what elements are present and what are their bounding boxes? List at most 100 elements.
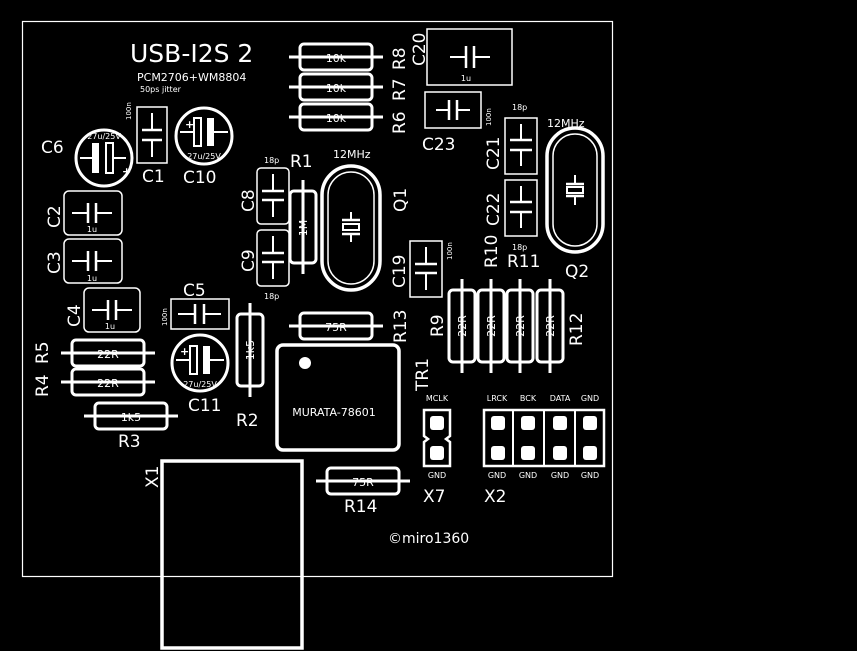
resistor-r7: 10k [289,72,383,102]
label-q1: Q1 [391,188,411,212]
label-c23: C23 [422,135,456,155]
label-r5: R5 [33,341,53,364]
crystal-q2: 12MHz [545,117,605,254]
c2-value: 1u [87,225,97,234]
label-c10: C10 [183,168,217,188]
label-c21: C21 [484,136,504,170]
x2-data-label: DATA [550,394,571,403]
r5-value: 22R [97,348,119,361]
resistor-r11: 22R [505,279,535,373]
c23-value: 100n [485,108,493,126]
board-title: USB-I2S 2 [130,39,253,68]
x2-gnd-3: GND [551,471,569,480]
label-r13: R13 [391,310,411,343]
c21-value: 18p [512,103,527,112]
c1-value: 100n [125,102,133,120]
label-r14: R14 [344,497,377,517]
resistor-r8: 10k [289,42,383,72]
resistor-r4: 22R [61,367,155,397]
c11-value: 27u/25V [183,380,217,389]
label-r12: R12 [567,313,587,346]
crystal-q1: 12MHz [320,148,382,292]
header-x7: MCLK GND [422,394,452,480]
resistor-r14: 75R [316,466,410,496]
label-r7: R7 [390,78,410,101]
label-r11: R11 [507,252,540,272]
r6-value: 10k [326,112,347,125]
board-outline [21,20,614,578]
capacitor-c9: 18p [256,229,290,301]
label-q2: Q2 [565,262,589,282]
c6-value: 27u/25V [87,132,121,141]
x7-top-label: MCLK [426,394,449,403]
label-r4: R4 [33,374,53,397]
r2-value: 1k5 [244,340,257,360]
transformer-tr1: MURATA-78601 [275,343,401,452]
label-c9: C9 [239,249,259,272]
q2-value: 12MHz [547,117,585,130]
capacitor-c5: 100n [161,298,230,330]
c3-value: 1u [87,274,97,283]
label-c5: C5 [183,281,206,301]
c19-value: 100n [446,242,454,260]
copyright-text: ©miro1360 [388,531,469,547]
resistor-r5: 22R [61,338,155,368]
capacitor-c22: 18p [504,179,538,252]
capacitor-c8: 18p [256,156,290,225]
label-c8: C8 [239,189,259,212]
r3-value: 1k5 [121,411,141,424]
x2-gnd-1: GND [488,471,506,480]
label-c3: C3 [45,251,65,274]
c4-value: 1u [105,322,115,331]
label-x2: X2 [484,487,506,507]
label-c6: C6 [41,138,64,158]
q1-value: 12MHz [333,148,371,161]
capacitor-c6: + 27u/25V [74,128,134,188]
r7-value: 10k [326,82,347,95]
r13-value: 75R [325,321,347,334]
label-r1: R1 [290,152,313,172]
tr1-value: MURATA-78601 [292,406,376,419]
c8-value: 18p [264,156,279,165]
r14-value: 75R [352,476,374,489]
resistor-r13: 75R [289,311,383,341]
label-c20: C20 [410,32,430,66]
x2-gnd-2: GND [519,471,537,480]
capacitor-c1: 100n [125,102,168,164]
label-r8: R8 [390,47,410,70]
label-c2: C2 [45,205,65,228]
label-c22: C22 [484,192,504,226]
label-x1: X1 [143,466,163,488]
resistor-r3: 1k5 [84,401,178,431]
label-c19: C19 [390,254,410,288]
r1-value: 1M [297,220,310,237]
c20-value: 1u [461,74,471,83]
r9-value: 22R [456,315,469,337]
label-r9: R9 [428,314,448,337]
capacitor-c2: 1u [63,190,123,236]
connector-x1 [160,459,304,650]
capacitor-c11: + 27u/25V [170,333,230,393]
resistor-r9: 22R [447,279,477,373]
capacitor-c23: 100n [424,91,493,129]
x2-bck-label: BCK [520,394,537,403]
r11-value: 22R [514,315,527,337]
label-r10: R10 [482,235,502,268]
c10-value: 27u/25V [187,152,221,161]
capacitor-c21: 18p [504,103,538,175]
label-c4: C4 [65,304,85,327]
x7-bottom-label: GND [428,471,446,480]
capacitor-c10: + 27u/25V [174,106,234,166]
svg-text:+: + [180,345,189,358]
r12-value: 22R [544,315,557,337]
resistor-r2: 1k5 [235,303,265,397]
resistor-r1: 1M [288,180,318,274]
resistor-r10: 22R [476,279,506,373]
board-note: 50ps jitter [140,85,182,94]
resistor-r12: 22R [535,279,565,373]
header-x2: LRCK BCK DATA GND GND GND GND GND [482,394,606,480]
x2-lrck-label: LRCK [487,394,508,403]
label-r2: R2 [236,411,259,431]
c5-value: 100n [161,308,169,326]
